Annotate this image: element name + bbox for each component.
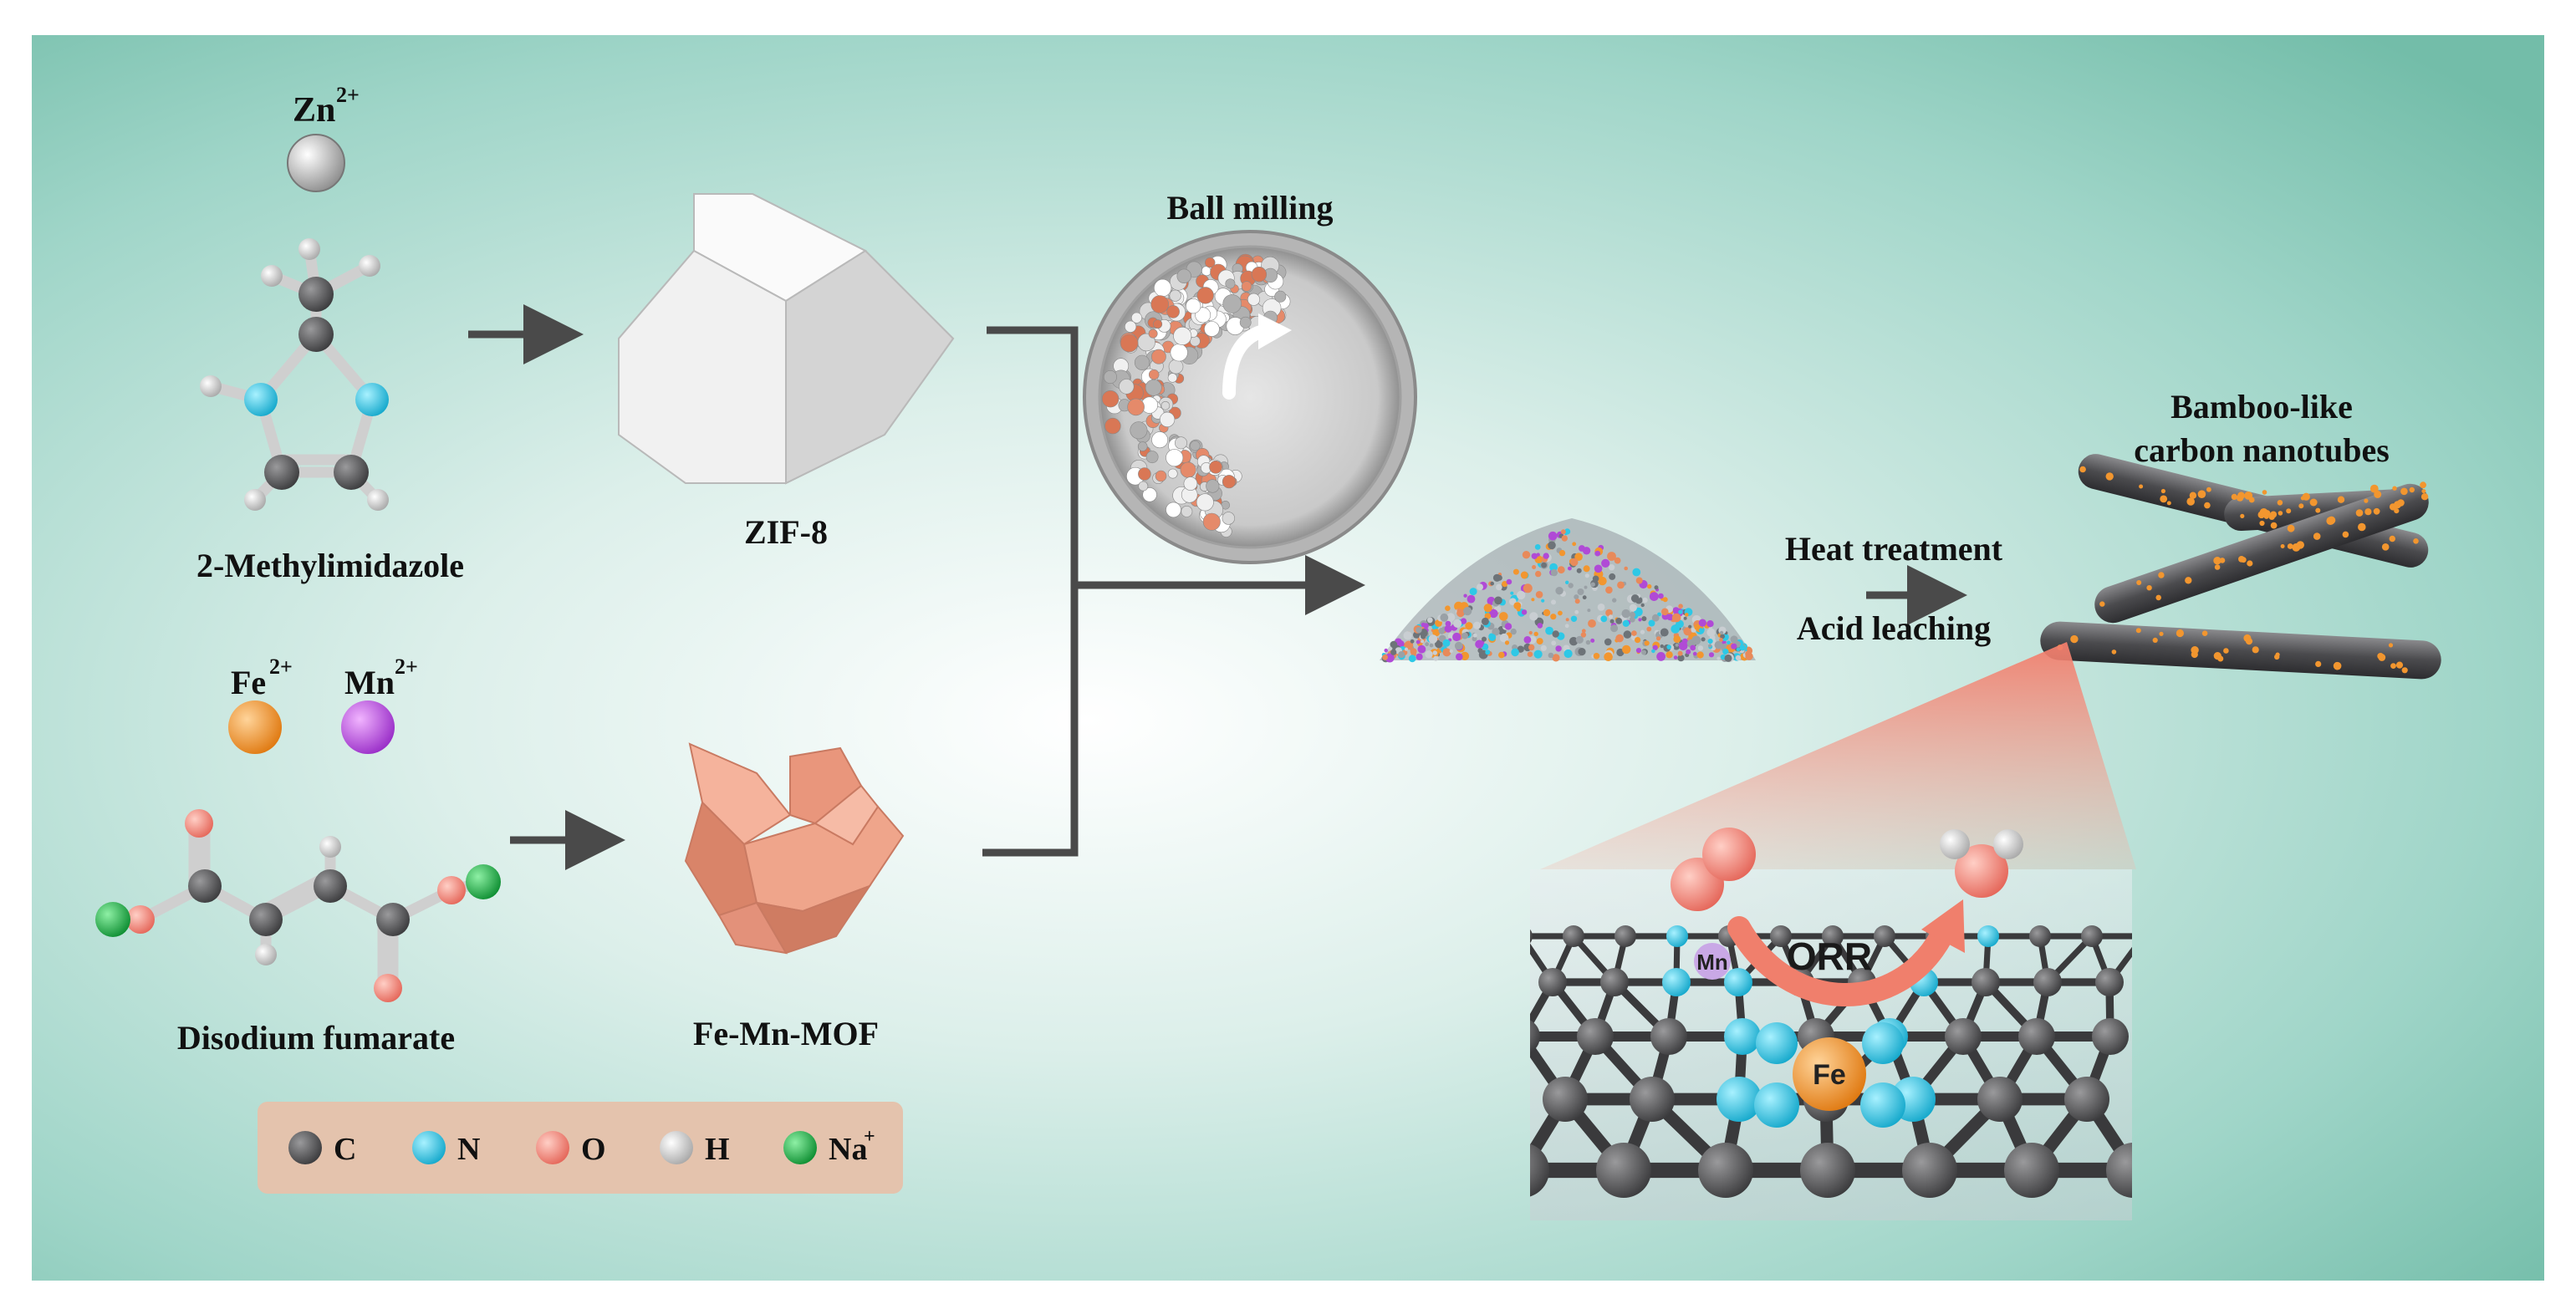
h2o-oxygen bbox=[1955, 844, 2008, 898]
carbon-nanotubes bbox=[2040, 454, 2441, 680]
methylimidazole-atoms bbox=[200, 238, 389, 511]
ball-milling-jar bbox=[1083, 230, 1417, 564]
cnt-label-line1: Bamboo-like bbox=[2170, 388, 2353, 425]
methylimidazole-label: 2-Methylimidazole bbox=[196, 547, 464, 584]
legend-na-label: Na bbox=[829, 1132, 867, 1167]
heat-treatment-label: Heat treatment bbox=[1785, 530, 2003, 568]
zif8-label: ZIF-8 bbox=[744, 513, 828, 551]
o2-atom-2 bbox=[1702, 828, 1756, 881]
fumarate-label: Disodium fumarate bbox=[177, 1019, 455, 1057]
h2o-hydrogen-1 bbox=[1940, 829, 1970, 859]
ball-milling-label: Ball milling bbox=[1167, 189, 1334, 227]
h2o-hydrogen-2 bbox=[1993, 829, 2023, 859]
legend-h-label: H bbox=[705, 1132, 730, 1167]
fe-site-atom bbox=[1793, 1037, 1866, 1111]
mn-ion: Mn 2+ bbox=[341, 655, 418, 754]
graphene-lattice bbox=[1530, 925, 2132, 1198]
legend-n-label: N bbox=[457, 1132, 480, 1167]
orr-arrow-head bbox=[1921, 899, 1965, 953]
zif8-crystal bbox=[618, 193, 955, 485]
legend-o-label: O bbox=[581, 1132, 606, 1167]
merge-bracket bbox=[982, 326, 1365, 857]
fe-ion: Fe 2+ bbox=[228, 655, 293, 754]
zn-label: Zn bbox=[293, 91, 335, 130]
legend-box bbox=[258, 1102, 903, 1194]
zn-ion: Zn 2+ bbox=[287, 83, 360, 192]
legend-c-label: C bbox=[334, 1132, 356, 1167]
atom-legend: C N O H Na+ bbox=[258, 1102, 903, 1194]
n-coordination-atom bbox=[1756, 1022, 1798, 1064]
mn-charge: 2+ bbox=[395, 655, 418, 679]
fe-label: Fe bbox=[231, 664, 266, 701]
acid-leaching-label: Acid leaching bbox=[1797, 609, 1991, 647]
mn-site-atom bbox=[1694, 943, 1731, 980]
powder-pile bbox=[1380, 518, 1756, 663]
orr-label: ORR bbox=[1787, 935, 1872, 978]
mn-sphere bbox=[341, 700, 395, 754]
legend-n-swatch bbox=[412, 1131, 446, 1164]
zn-sphere bbox=[287, 134, 345, 192]
mn-site-label: Mn bbox=[1696, 950, 1728, 975]
femnmof-label: Fe-Mn-MOF bbox=[693, 1015, 879, 1052]
femnmof-crystal bbox=[684, 742, 905, 955]
n-coordination-atom bbox=[1860, 1082, 1905, 1128]
legend-c-swatch bbox=[288, 1131, 322, 1164]
fe-sphere bbox=[228, 700, 282, 754]
rotation-arrow-head bbox=[1258, 313, 1292, 349]
legend-na-charge: + bbox=[864, 1126, 875, 1148]
orr-arrow bbox=[1727, 916, 1953, 1006]
legend-h-swatch bbox=[660, 1131, 693, 1164]
legend-na-swatch bbox=[783, 1131, 817, 1164]
zoom-cone bbox=[1540, 642, 2136, 869]
fe-site-label: Fe bbox=[1813, 1059, 1846, 1091]
cnt-label-line2: carbon nanotubes bbox=[2134, 431, 2390, 469]
n-coordination-atom bbox=[1862, 1022, 1904, 1064]
active-site-panel: Mn Fe ORR bbox=[1530, 828, 2132, 1220]
mn-label: Mn bbox=[344, 664, 395, 701]
zn-charge: 2+ bbox=[336, 83, 360, 107]
fe-charge: 2+ bbox=[269, 655, 293, 679]
n-coordination-atom bbox=[1754, 1082, 1799, 1128]
fumarate-atoms bbox=[95, 809, 501, 1002]
legend-o-swatch bbox=[536, 1131, 569, 1164]
